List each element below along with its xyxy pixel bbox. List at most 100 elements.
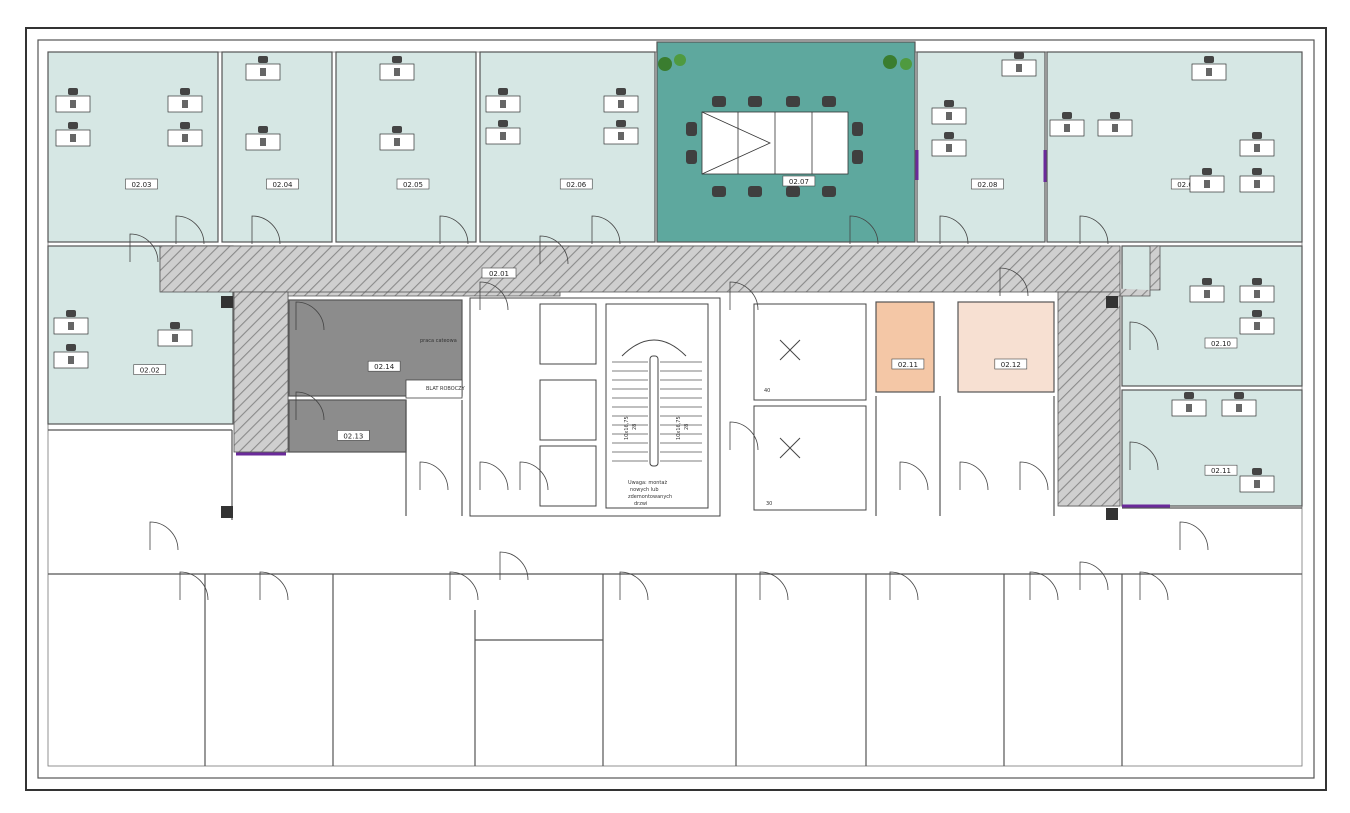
corridor-left-leg: [233, 291, 289, 453]
stair-treads: [612, 361, 702, 462]
desk-workstation: [245, 126, 281, 151]
column-1: [221, 296, 233, 308]
door-swing: [175, 215, 205, 245]
door-swing: [999, 267, 1029, 297]
monitor: [946, 144, 952, 152]
conference-chair: [852, 122, 863, 136]
office-chair: [1202, 168, 1212, 175]
monitor: [1254, 480, 1260, 488]
door-swing: [479, 461, 509, 491]
door-swing: [419, 461, 449, 491]
office-chair: [616, 120, 626, 127]
office-chair: [66, 310, 76, 317]
monitor: [1254, 144, 1260, 152]
room-02-03-label-box: [125, 178, 158, 190]
conference-chair: [748, 186, 762, 197]
office-chair: [392, 56, 402, 63]
plant-4: [900, 58, 912, 70]
office-chair: [1014, 52, 1024, 59]
wc-bottom-sink-2: [779, 437, 801, 459]
room-02-10-label: 02.10: [1211, 340, 1231, 348]
door-note-4: drzwi: [634, 501, 647, 507]
door-swing: [449, 571, 479, 601]
room-02-12-label-box: [994, 358, 1028, 370]
room-02-07-label: 02.07: [789, 178, 809, 186]
desk-workstation: [1001, 52, 1037, 77]
monitor: [172, 334, 178, 342]
desk-workstation: [55, 122, 91, 147]
office-chair: [498, 120, 508, 127]
room-02-02-label-box: [133, 364, 167, 375]
room-02-15-area: [1121, 389, 1303, 507]
door-swing: [251, 215, 281, 245]
office-chair: [1252, 132, 1262, 139]
conference-chair: [822, 186, 836, 197]
elevator-3: [539, 445, 597, 507]
door-swing: [1079, 215, 1109, 245]
door-swing: [729, 281, 759, 311]
door-swing: [729, 421, 759, 451]
door-swing: [1129, 321, 1159, 351]
desk-workstation: [603, 88, 639, 113]
office-chair: [1184, 392, 1194, 399]
door-swing: [959, 461, 989, 491]
stair-label-left: 10x16,75: [624, 416, 630, 440]
room-02-13-label: 02.13: [343, 432, 363, 440]
monitor: [1254, 180, 1260, 188]
monitor: [1204, 180, 1210, 188]
room-02-14-label-box: [367, 360, 401, 372]
office-chair: [1062, 112, 1072, 119]
office-chair: [1234, 392, 1244, 399]
office-chair: [170, 322, 180, 329]
monitor: [500, 100, 506, 108]
door-swing: [439, 215, 469, 245]
desk-workstation: [603, 120, 639, 145]
monitor: [500, 132, 506, 140]
desk-workstation: [1191, 56, 1227, 81]
room-02-10: 02.10: [1121, 245, 1303, 387]
kitchen-label: BLAT ROBOCZY: [426, 386, 466, 392]
office-chair: [68, 88, 78, 95]
plant-2: [674, 54, 686, 66]
desk-workstation: [931, 132, 967, 157]
stair-label-left-2: 28: [632, 424, 638, 430]
door-swing: [179, 571, 209, 601]
monitor: [182, 100, 188, 108]
wc-top-sink-2: [779, 339, 801, 361]
wc-bottom: [753, 405, 867, 511]
door-swing: [129, 233, 159, 263]
door-swing: [939, 215, 969, 245]
door-swing: [1129, 441, 1159, 471]
monitor: [260, 138, 266, 146]
monitor: [1206, 68, 1212, 76]
conference-projector-lines: [701, 111, 771, 175]
desk-workstation: [55, 88, 91, 113]
monitor: [70, 100, 76, 108]
plant-3: [883, 55, 897, 69]
door-swing: [849, 215, 879, 245]
desk-workstation: [1239, 468, 1275, 493]
door-swing: [899, 461, 929, 491]
office-chair: [1252, 310, 1262, 317]
copy-label: praca cateowa: [420, 338, 457, 344]
desk-workstation: [1189, 278, 1225, 303]
door-swing: [519, 461, 549, 491]
conference-chair: [712, 186, 726, 197]
desk-workstation: [379, 126, 415, 151]
door-swing: [295, 391, 325, 421]
plant-1: [658, 57, 672, 71]
desk-workstation: [1189, 168, 1225, 193]
door-swing: [499, 551, 529, 581]
desk-workstation: [157, 322, 193, 347]
desk-workstation: [1239, 168, 1275, 193]
office-chair: [1110, 112, 1120, 119]
office-chair: [258, 126, 268, 133]
desk-workstation: [167, 122, 203, 147]
stair-label-right: 10x16,75: [676, 416, 682, 440]
desk-workstation: [1239, 132, 1275, 157]
office-chair: [1202, 278, 1212, 285]
desk-workstation: [53, 310, 89, 335]
furniture-layer: [53, 52, 1275, 493]
